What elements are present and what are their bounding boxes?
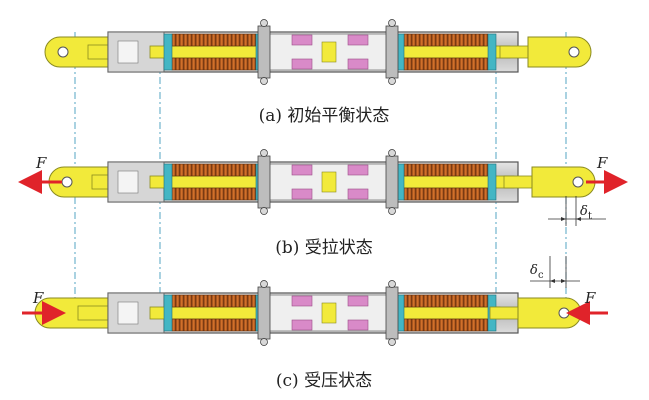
bolt-head — [260, 338, 268, 346]
elastomer-block — [291, 164, 313, 176]
caption-initial-equilibrium: (a) 初始平衡状态 — [259, 106, 390, 126]
center-chamber — [263, 33, 397, 71]
right-spring-upper — [403, 294, 489, 308]
elastomer-block — [347, 295, 369, 307]
left-spring-lower — [171, 187, 257, 201]
right-end-eye — [531, 166, 596, 198]
force-label-compression-left: F — [32, 289, 44, 307]
elastomer-block — [291, 295, 313, 307]
left-spring-lower — [171, 318, 257, 332]
left-end-eye — [44, 36, 113, 68]
flange — [385, 286, 399, 340]
flange — [385, 25, 399, 79]
caption-tension: (b) 受拉状态 — [275, 238, 373, 258]
left-cap-bore — [117, 40, 139, 64]
right-end-eye — [517, 297, 582, 329]
damper-group — [34, 19, 596, 346]
bolt-head — [388, 77, 396, 85]
elastomer-block — [347, 188, 369, 200]
seal-ring — [163, 163, 173, 201]
force-label-compression-right: F — [584, 289, 596, 307]
elastomer-block — [291, 58, 313, 70]
bolt-head — [388, 207, 396, 215]
right-pin-hole — [568, 46, 580, 58]
elastomer-block — [347, 319, 369, 331]
delta-t-subscript: t — [588, 211, 592, 222]
bolt-head — [388, 19, 396, 27]
bolt-head — [388, 149, 396, 157]
flange — [385, 155, 399, 209]
left-spring-upper — [171, 294, 257, 308]
elastomer-block — [347, 58, 369, 70]
damper-initial — [44, 19, 592, 85]
bolt-head — [260, 280, 268, 288]
force-label-tension-left: F — [35, 154, 47, 172]
right-pin-hole — [558, 307, 570, 319]
delta-t-symbol: δ — [580, 204, 588, 219]
elastomer-block — [347, 164, 369, 176]
left-end-eye — [48, 166, 113, 198]
flange — [257, 286, 271, 340]
flange — [257, 155, 271, 209]
delta-c-symbol: δ — [530, 263, 538, 278]
bolt-head — [260, 207, 268, 215]
bolt-head — [260, 149, 268, 157]
seal-ring — [163, 294, 173, 332]
left-cap-bore — [117, 301, 139, 325]
right-spring-lower — [403, 187, 489, 201]
left-spring-upper — [171, 163, 257, 177]
right-spring-upper — [403, 33, 489, 47]
delta-t-dimension: δ t — [548, 196, 606, 226]
left-cap-bore — [117, 170, 139, 194]
seal-ring — [163, 33, 173, 71]
bolt-head — [260, 19, 268, 27]
bolt-head — [260, 77, 268, 85]
damper-tension — [48, 149, 596, 215]
center-piston — [321, 302, 337, 324]
bolt-head — [388, 338, 396, 346]
seal-ring — [487, 33, 497, 71]
left-spring-lower — [171, 57, 257, 71]
left-pin-hole — [57, 46, 69, 58]
flange — [257, 25, 271, 79]
elastomer-block — [291, 34, 313, 46]
right-spring-upper — [403, 163, 489, 177]
right-spring-lower — [403, 57, 489, 71]
right-pin-hole — [572, 176, 584, 188]
elastomer-block — [347, 34, 369, 46]
damper-compression — [34, 280, 582, 346]
elastomer-block — [291, 319, 313, 331]
force-label-tension-right: F — [596, 154, 608, 172]
center-piston — [321, 171, 337, 193]
left-spring-upper — [171, 33, 257, 47]
seal-ring — [487, 163, 497, 201]
right-spring-lower — [403, 318, 489, 332]
delta-c-subscript: c — [538, 270, 544, 281]
delta-c-dimension: δ c — [530, 256, 580, 288]
force-arrows — [18, 170, 628, 325]
left-pin-hole — [61, 176, 73, 188]
center-piston — [321, 41, 337, 63]
caption-compression: (c) 受压状态 — [276, 371, 372, 391]
bolt-head — [388, 280, 396, 288]
right-end-eye — [527, 36, 592, 68]
elastomer-block — [291, 188, 313, 200]
